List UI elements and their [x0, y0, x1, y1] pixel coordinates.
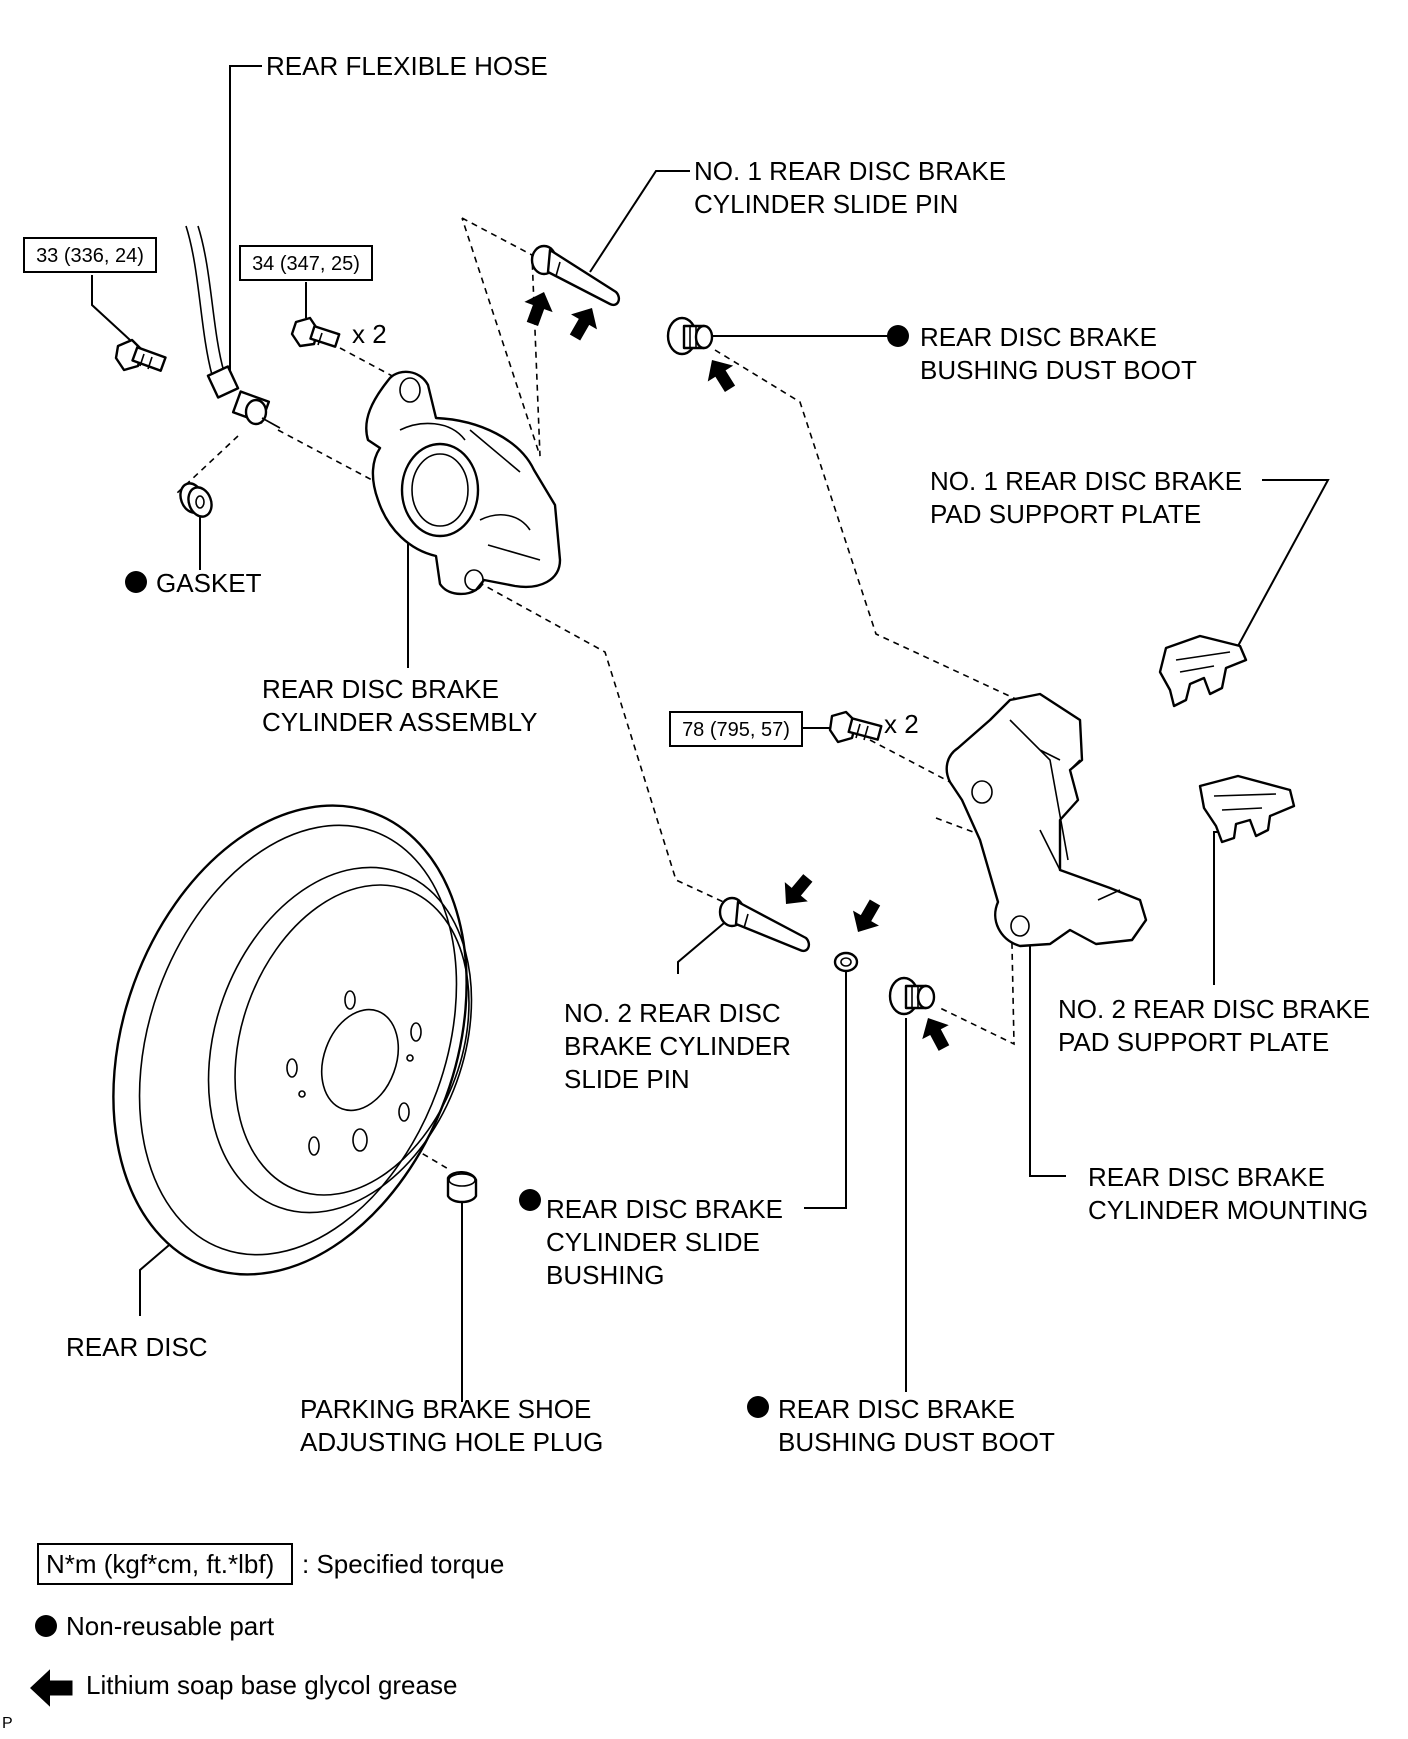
torque-value: 78 (795, 57) [682, 719, 790, 741]
label-no2-slide-pin: NO. 2 REAR DISC [564, 998, 781, 1028]
label-hole-plug: PARKING BRAKE SHOE [300, 1394, 591, 1424]
corner-mark: P [2, 1715, 13, 1732]
label-rear-disc: REAR DISC [66, 1332, 208, 1362]
label-cylinder-assembly: REAR DISC BRAKE [262, 674, 499, 704]
legend: N*m (kgf*cm, ft.*lbf) : Specified torque… [30, 1543, 504, 1707]
slide-bushing-part [833, 951, 859, 973]
label-rear-flexible-hose: REAR FLEXIBLE HOSE [266, 51, 548, 81]
dust-boot-top-part [666, 316, 714, 356]
non-reusable-icon [747, 1396, 769, 1418]
label-cylinder-assembly: CYLINDER ASSEMBLY [262, 707, 538, 737]
non-reusable-icon [519, 1189, 541, 1211]
gasket-part [179, 482, 213, 518]
grease-legend-icon [30, 1669, 73, 1707]
label-no1-pad-plate: PAD SUPPORT PLATE [930, 499, 1201, 529]
label-dust-boot-bottom: BUSHING DUST BOOT [778, 1427, 1055, 1457]
label-no1-pad-plate: NO. 1 REAR DISC BRAKE [930, 466, 1242, 496]
label-hole-plug: ADJUSTING HOLE PLUG [300, 1427, 603, 1457]
grease-arrow-icon [562, 300, 605, 345]
cylinder-bolt [290, 316, 341, 348]
label-no2-slide-pin: BRAKE CYLINDER [564, 1031, 791, 1061]
dust-boot-bottom-part [888, 976, 936, 1016]
label-no1-slide-pin: NO. 1 REAR DISC BRAKE [694, 156, 1006, 186]
label-gasket: GASKET [156, 568, 262, 598]
torque-hose-bolt: 33 (336, 24) [23, 237, 157, 273]
non-reusable-icon [887, 325, 909, 347]
grease-arrow-icon [518, 286, 559, 330]
torque-mounting-bolt: 78 (795, 57) [669, 711, 803, 747]
legend-torque: N*m (kgf*cm, ft.*lbf) : Specified torque [37, 1543, 504, 1585]
rear-flexible-hose-part [185, 225, 281, 429]
legend-torque-text: : Specified torque [302, 1549, 504, 1579]
grease-arrow-icon [774, 868, 820, 914]
grease-arrow-icon [845, 895, 888, 940]
cylinder-assembly-part [365, 370, 562, 596]
label-no2-pad-plate: NO. 2 REAR DISC BRAKE [1058, 994, 1370, 1024]
legend-non-reusable: Non-reusable part [35, 1611, 275, 1641]
label-no1-slide-pin: CYLINDER SLIDE PIN [694, 189, 958, 219]
grease-arrow-icon [914, 1010, 958, 1056]
hose-union-bolt [114, 338, 167, 372]
label-dust-boot-top: BUSHING DUST BOOT [920, 355, 1197, 385]
label-no2-pad-plate: PAD SUPPORT PLATE [1058, 1027, 1329, 1057]
label-slide-bushing: REAR DISC BRAKE [546, 1194, 783, 1224]
torque-value: 33 (336, 24) [36, 245, 144, 267]
quantity-mounting-bolt: x 2 [884, 709, 919, 739]
no2-pad-support-plate-part [1198, 774, 1296, 844]
grease-arrow-icons [518, 286, 958, 1056]
label-dust-boot-bottom: REAR DISC BRAKE [778, 1394, 1015, 1424]
torque-value: 34 (347, 25) [252, 253, 360, 275]
label-no2-slide-pin: SLIDE PIN [564, 1064, 690, 1094]
label-slide-bushing: CYLINDER SLIDE [546, 1227, 760, 1257]
no1-pad-support-plate-part [1158, 634, 1248, 708]
non-reusable-legend-icon [35, 1615, 57, 1637]
non-reusable-icon [125, 571, 147, 593]
hole-plug-part [446, 1171, 478, 1204]
legend-torque-box-text: N*m (kgf*cm, ft.*lbf) [46, 1549, 274, 1579]
legend-grease: Lithium soap base glycol grease [30, 1669, 457, 1707]
mounting-bolt [828, 710, 883, 744]
cylinder-mounting-part [945, 692, 1148, 948]
label-cylinder-mounting: CYLINDER MOUNTING [1088, 1195, 1368, 1225]
grease-arrow-icon [699, 352, 743, 397]
legend-non-reusable-text: Non-reusable part [66, 1611, 275, 1641]
no2-slide-pin-part [718, 896, 811, 953]
legend-grease-text: Lithium soap base glycol grease [86, 1670, 457, 1700]
non-reusable-icons [125, 325, 909, 1418]
label-slide-bushing: BUSHING [546, 1260, 664, 1290]
label-dust-boot-top: REAR DISC BRAKE [920, 322, 1157, 352]
leader-lines [91, 65, 1330, 1402]
no1-slide-pin-part [530, 244, 621, 307]
torque-cylinder-bolt: 34 (347, 25) [239, 245, 373, 281]
label-cylinder-mounting: REAR DISC BRAKE [1088, 1162, 1325, 1192]
rear-disc-part [112, 804, 473, 1276]
quantity-cylinder-bolt: x 2 [352, 319, 387, 349]
